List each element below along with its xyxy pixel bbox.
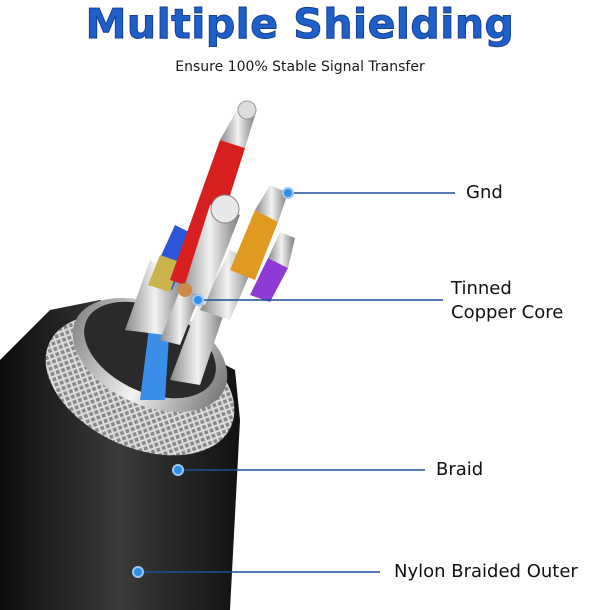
- gold-wire: [148, 255, 180, 292]
- callout-tinned-copper: [192, 294, 443, 306]
- label-tinned: Tinned Copper Core: [451, 277, 563, 325]
- page-title: Multiple Shielding: [85, 0, 515, 49]
- callout-braid: [172, 464, 425, 476]
- shielded-pair: [170, 300, 225, 385]
- callout-nylon: [132, 566, 380, 578]
- label-nylon-outer: Nylon Braided Outer: [394, 561, 578, 582]
- label-tinned-line1: Tinned: [451, 278, 512, 299]
- label-tinned-line2: Copper Core: [451, 302, 564, 323]
- wires: [125, 100, 295, 400]
- label-gnd: Gnd: [466, 182, 503, 203]
- callout-gnd: [282, 187, 455, 199]
- page-subtitle: Ensure 100% Stable Signal Transfer: [175, 59, 425, 75]
- orange-wire: [230, 210, 278, 280]
- label-braid: Braid: [436, 459, 484, 480]
- purple-wire: [250, 258, 288, 302]
